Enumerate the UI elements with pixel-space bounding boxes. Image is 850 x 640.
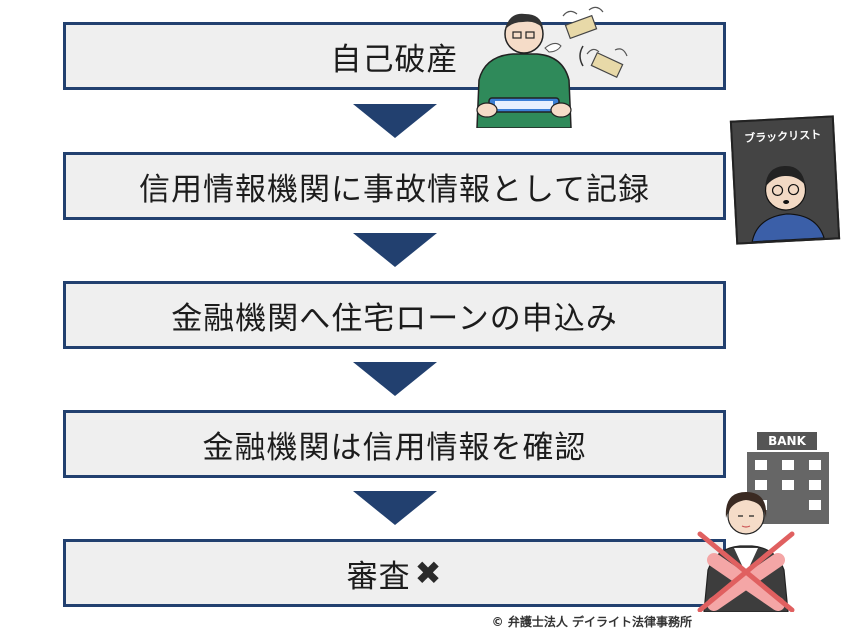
copyright-credit: © 弁護士法人 デイライト法律事務所 bbox=[491, 615, 692, 629]
step-4-check: 金融機関は信用情報を確認 bbox=[63, 410, 726, 478]
down-arrow-1 bbox=[353, 104, 437, 138]
reject-x-icon: ✖ bbox=[414, 554, 443, 592]
down-arrow-2 bbox=[353, 233, 437, 267]
worried-man-illustration bbox=[476, 6, 628, 128]
bank-sign: BANK bbox=[757, 432, 817, 450]
step-1-label: 自己破産 bbox=[330, 41, 459, 78]
step-1-bankruptcy: 自己破産 bbox=[63, 22, 726, 90]
down-arrow-3 bbox=[353, 362, 437, 396]
step-4-label: 金融機関は信用情報を確認 bbox=[202, 429, 587, 466]
step-2-record: 信用情報機関に事故情報として記録 bbox=[63, 152, 726, 220]
step-5-label: 審査 bbox=[346, 558, 411, 595]
step-3-label: 金融機関へ住宅ローンの申込み bbox=[171, 300, 618, 337]
blacklist-card: ブラックリスト bbox=[729, 115, 841, 245]
step-2-label: 信用情報機関に事故情報として記録 bbox=[138, 171, 651, 208]
step-5-screening: 審査 ✖ bbox=[63, 539, 726, 607]
bank-clerk-reject-illustration bbox=[697, 492, 795, 612]
down-arrow-4 bbox=[353, 491, 437, 525]
blacklisted-person-icon bbox=[751, 166, 825, 243]
step-3-apply: 金融機関へ住宅ローンの申込み bbox=[63, 281, 726, 349]
